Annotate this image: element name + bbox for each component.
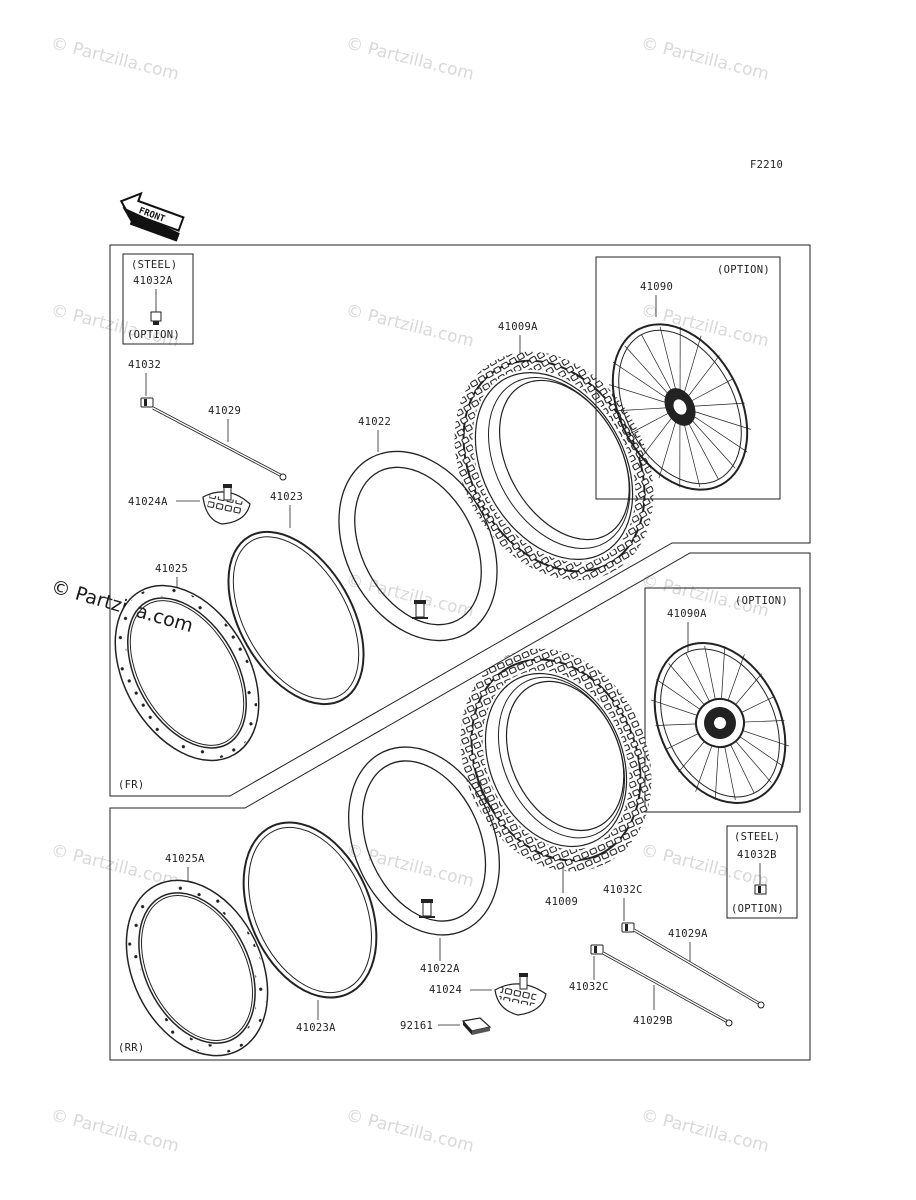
part-label-41032C: 41032C <box>569 981 609 993</box>
part-label-41024A: 41024A <box>128 496 168 508</box>
part-label-41025: 41025 <box>155 563 188 575</box>
front-tire-41009A <box>454 351 654 581</box>
part-label-41009A: 41009A <box>498 321 538 333</box>
part-label-41009: 41009 <box>545 896 578 908</box>
part-label-41032C: 41032C <box>603 884 643 896</box>
rim-lock-41024A <box>202 484 251 525</box>
steel-option-box-rear <box>726 825 798 919</box>
note-option: (OPTION) <box>717 264 770 276</box>
diagram-frame-rear <box>109 552 811 1061</box>
tube-valve-icon <box>412 600 428 619</box>
rim-lock-41024 <box>494 973 547 1016</box>
part-label-92161: 92161 <box>400 1020 433 1032</box>
note-option: (OPTION) <box>731 903 784 915</box>
rear-rim-41025A <box>125 879 269 1057</box>
front-rim-41025 <box>114 584 260 762</box>
part-label-41090A: 41090A <box>667 608 707 620</box>
part-label-41029B: 41029B <box>633 1015 673 1027</box>
rim-band-41023 <box>227 530 365 706</box>
part-label-41024: 41024 <box>429 984 462 996</box>
rear-wheel-assembly-41090A <box>650 642 790 804</box>
option-box-wheel-rear <box>644 587 801 813</box>
diagram-code: F2210 <box>750 159 783 171</box>
rim-band-41023A <box>242 821 378 999</box>
inner-tube-41022A <box>347 746 501 936</box>
section-label-rear: (RR) <box>118 1042 145 1054</box>
part-label-41029A: 41029A <box>668 928 708 940</box>
spoke-nipple-41032 <box>140 397 154 408</box>
note-steel: (STEEL) <box>734 831 780 843</box>
part-label-41032B: 41032B <box>737 849 777 861</box>
note-option: (OPTION) <box>127 329 180 341</box>
watermark: © Partzilla.com <box>344 33 476 84</box>
front-arrow-icon: FRONT <box>119 191 185 242</box>
watermark: © Partzilla.com <box>639 33 771 84</box>
watermark: © Partzilla.com <box>344 300 476 351</box>
tube-valve-icon <box>419 899 435 918</box>
part-label-41029: 41029 <box>208 405 241 417</box>
part-label-41090: 41090 <box>640 281 673 293</box>
part-label-41022A: 41022A <box>420 963 460 975</box>
part-label-41022: 41022 <box>358 416 391 428</box>
part-label-41032A: 41032A <box>133 275 173 287</box>
option-box-wheel-front <box>595 256 781 500</box>
spoke-41029B <box>602 951 733 1027</box>
part-label-41025A: 41025A <box>165 853 205 865</box>
diagram-frame <box>109 244 811 797</box>
valve-cap-41032A <box>150 311 162 325</box>
steel-option-box-front <box>122 253 194 345</box>
section-label-front: (FR) <box>118 779 145 791</box>
valve-cap-41032B <box>754 884 767 895</box>
front-wheel-assembly-41090 <box>609 323 751 491</box>
watermark: © Partzilla.com <box>639 1105 771 1156</box>
spoke-41029 <box>152 406 287 481</box>
note-option: (OPTION) <box>735 595 788 607</box>
spoke-41029A <box>633 928 765 1009</box>
part-label-41032: 41032 <box>128 359 161 371</box>
part-label-41023: 41023 <box>270 491 303 503</box>
spoke-nipple-41032C <box>590 944 604 955</box>
spoke-nipple-41032C <box>621 922 635 933</box>
rear-tire-41009 <box>460 648 652 872</box>
part-label-41023A: 41023A <box>296 1022 336 1034</box>
weight-92161 <box>461 1017 492 1035</box>
watermark: © Partzilla.com <box>344 1105 476 1156</box>
watermark: © Partzilla.com <box>49 33 181 84</box>
watermark: © Partzilla.com <box>49 1105 181 1156</box>
note-steel: (STEEL) <box>131 259 177 271</box>
